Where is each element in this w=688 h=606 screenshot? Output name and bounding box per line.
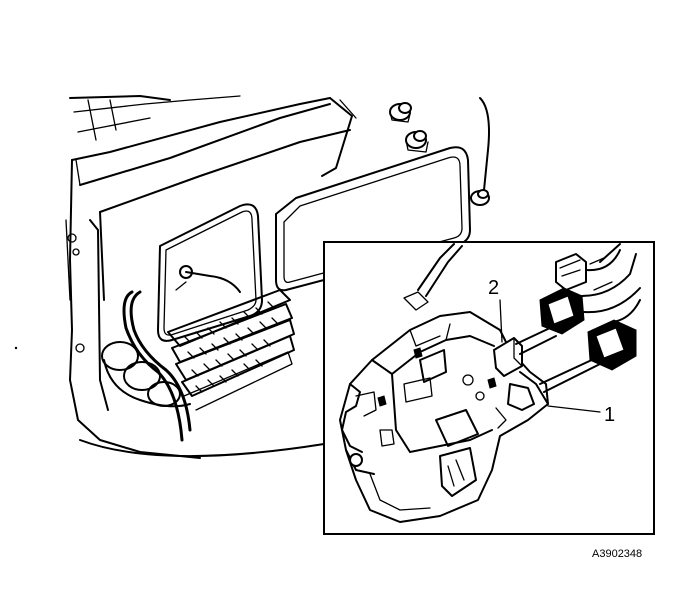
door-lock-rod — [175, 265, 241, 293]
callout-1-leader — [547, 405, 601, 413]
callout-2-leader — [499, 299, 503, 343]
bolt-icon — [389, 102, 412, 123]
wiring-harness — [101, 289, 295, 442]
figure-code: A3902348 — [592, 548, 642, 560]
callout-label-2: 2 — [488, 277, 499, 299]
door-panel-illustration — [65, 95, 490, 459]
callout-label-1: 1 — [604, 404, 615, 426]
inset-detail — [323, 241, 655, 535]
bolt-icon — [470, 189, 490, 206]
stray-dot — [14, 346, 18, 350]
harness-connectors — [515, 243, 641, 393]
actuator-connector — [493, 337, 523, 377]
bolt-icon — [405, 130, 429, 153]
